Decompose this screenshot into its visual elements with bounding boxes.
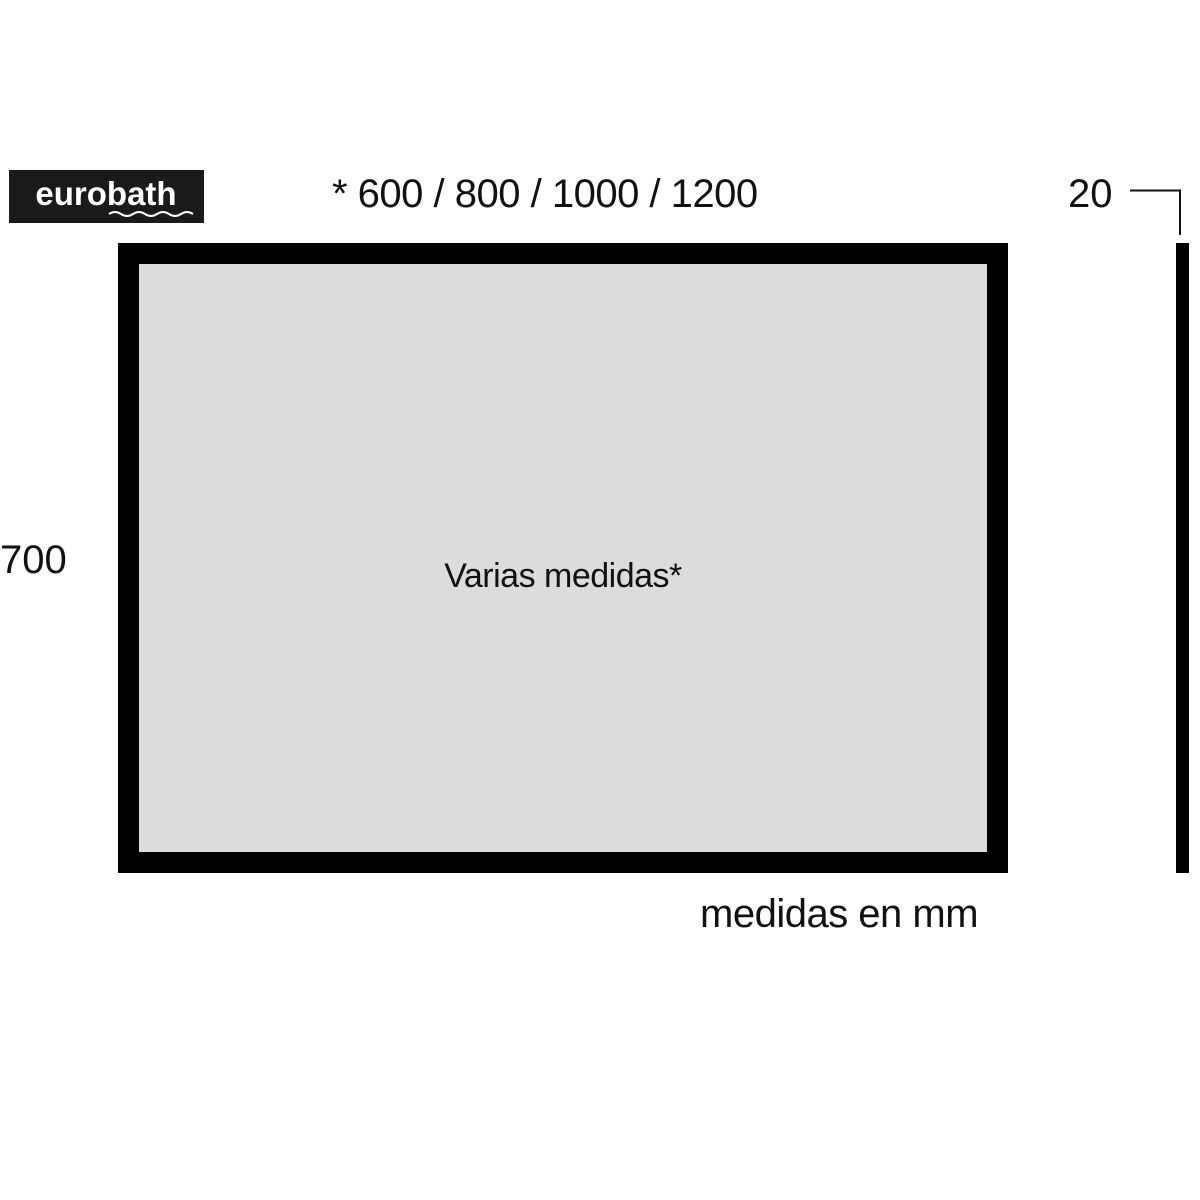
mirror-side-view-profile: [1176, 243, 1189, 873]
depth-dimension-label: 20: [1068, 172, 1113, 216]
depth-leader-line: [1130, 189, 1182, 235]
height-dimension-label: 700: [0, 538, 67, 582]
units-note: medidas en mm: [700, 892, 979, 936]
logo-wave-icon: [108, 211, 194, 217]
logo-text: eurobath: [35, 175, 176, 212]
eurobath-logo: eurobath: [9, 170, 204, 223]
width-options-label: * 600 / 800 / 1000 / 1200: [332, 172, 758, 216]
mirror-frame-front-view: Varias medidas*: [118, 243, 1008, 873]
panel-center-label: Varias medidas*: [444, 557, 682, 595]
logo-graphic: eurobath: [35, 175, 194, 217]
